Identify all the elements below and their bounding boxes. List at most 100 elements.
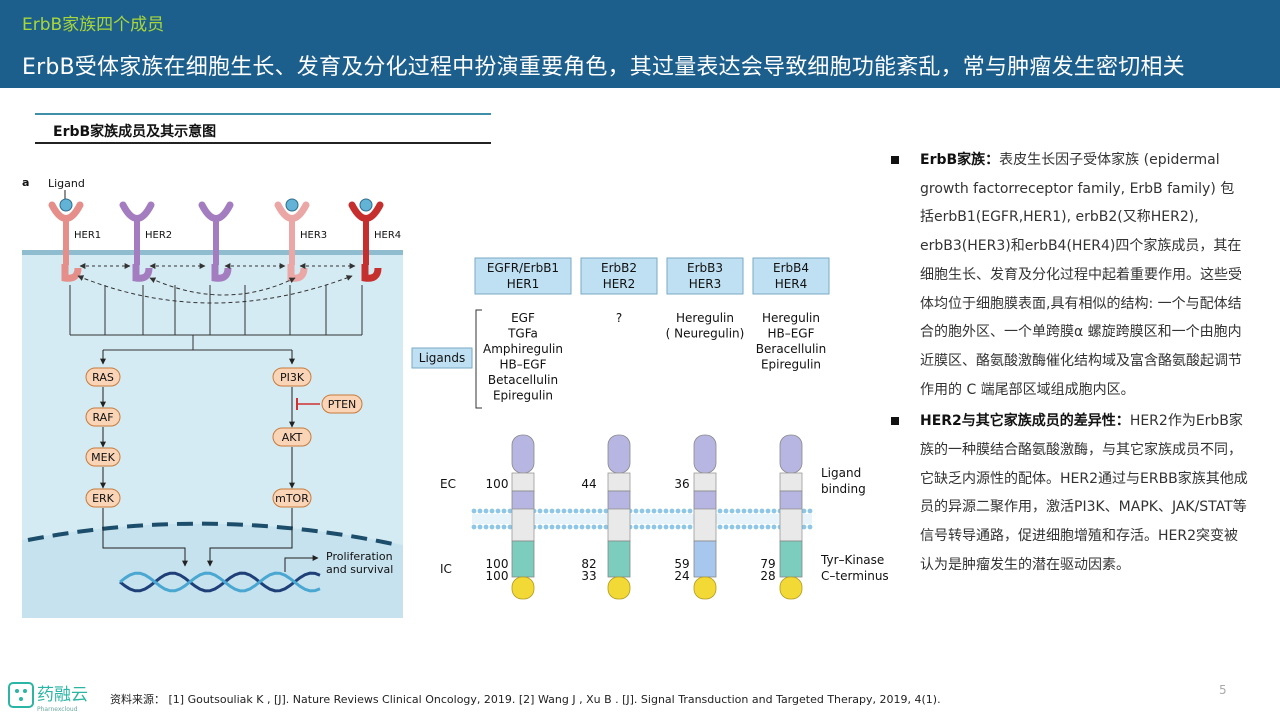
receptor-schematic xyxy=(607,434,631,600)
receptor-label: HER2 xyxy=(145,230,172,241)
logo-subtext: Pharnexcloud xyxy=(37,706,78,713)
ligand-name: ? xyxy=(616,311,622,325)
ic-value: 100 xyxy=(486,569,509,583)
ec-value: 100 xyxy=(486,477,509,491)
svg-text:PI3K: PI3K xyxy=(280,371,305,384)
panel-a: a Ligand HER1 HER2 HER3 HER4 RAS RAF MEK ERK PI… xyxy=(22,176,403,618)
bullet-title: HER2与其它家族成员的差异性： xyxy=(920,413,1130,430)
tyr-kinase-line-1: Tyr–Kinase xyxy=(820,553,884,567)
ligand-name: EGF xyxy=(511,311,535,325)
figure-title: ErbB家族成员及其示意图 xyxy=(53,124,217,140)
node-pi3k: PI3K xyxy=(272,367,312,387)
node-erk: ERK xyxy=(85,488,121,508)
node-mtor: mTOR xyxy=(272,488,312,508)
svg-text:HER4: HER4 xyxy=(775,277,808,291)
ic-value: 79 xyxy=(760,557,775,571)
tyr-kinase-line-2: C–terminus xyxy=(821,569,889,583)
ligand-name: Heregulin xyxy=(676,311,734,325)
svg-text:HER2: HER2 xyxy=(603,277,636,291)
source-citation: 资料来源： [1] Goutsouliak K , [J]. Nature Re… xyxy=(110,693,941,706)
node-raf: RAF xyxy=(85,407,121,427)
bullet-title: ErbB家族： xyxy=(920,152,1000,168)
ligand-name: Epiregulin xyxy=(761,358,821,372)
dna-helix-icon xyxy=(119,571,321,593)
bullet-erbb-family: ErbB家族：表皮生长因子受体家族 (epidermal growth fact… xyxy=(888,146,1248,404)
svg-text:ERK: ERK xyxy=(92,492,115,505)
svg-text:ErbB3: ErbB3 xyxy=(687,261,723,275)
svg-text:ErbB4: ErbB4 xyxy=(773,261,809,275)
svg-text:mTOR: mTOR xyxy=(275,492,309,505)
receptor-schematic xyxy=(779,434,803,600)
panel-b: Ligands EGFR/ErbB1HER1ErbB2HER2ErbB3HER3… xyxy=(411,257,889,600)
ic-value: 82 xyxy=(581,557,596,571)
pharnexcloud-logo: 药融云 Pharnexcloud xyxy=(8,682,88,713)
ligands-bracket xyxy=(475,309,482,409)
dimerization-arc-long xyxy=(77,275,353,304)
svg-text:HER3: HER3 xyxy=(689,277,722,291)
receptor-label: HER3 xyxy=(300,230,327,241)
svg-text:HER1: HER1 xyxy=(507,277,540,291)
ligand-binding-line-2: binding xyxy=(821,482,866,496)
ligand-name: ( Neuregulin) xyxy=(666,327,745,341)
section-label: ErbB家族四个成员 xyxy=(22,15,165,35)
panel-a-letter: a xyxy=(22,176,29,189)
ligand-name: HB–EGF xyxy=(767,327,814,341)
headline: ErbB受体家族在细胞生长、发育及分化过程中扮演重要角色，其过量表达会导致细胞功… xyxy=(22,55,1185,80)
nucleus-region xyxy=(22,523,403,618)
ic-value: 33 xyxy=(581,569,596,583)
ic-value: 24 xyxy=(674,569,689,583)
receptor-schematic xyxy=(693,434,717,600)
figure-top-rule xyxy=(35,113,491,115)
receptor-her4: HER4 xyxy=(348,198,401,282)
page-number: 5 xyxy=(1219,683,1227,697)
ligand-binding-line-1: Ligand xyxy=(821,466,861,480)
svg-text:AKT: AKT xyxy=(282,431,303,444)
ligand-name: Betacellulin xyxy=(488,373,558,387)
logo-text: 药融云 xyxy=(37,685,88,705)
outcome-line-1: Proliferation xyxy=(326,550,393,563)
header-banner: ErbB家族四个成员 ErbB受体家族在细胞生长、发育及分化过程中扮演重要角色，… xyxy=(0,0,1280,88)
receptor-label: HER1 xyxy=(74,230,101,241)
bullet-text: HER2作为ErbB家族的一种膜结合酪氨酸激酶，与其它家族成员不同，它缺乏内源性… xyxy=(920,413,1248,573)
ec-value: 44 xyxy=(581,477,596,491)
svg-text:ErbB2: ErbB2 xyxy=(601,261,637,275)
ic-label: IC xyxy=(440,562,452,576)
nuclear-envelope xyxy=(27,521,399,547)
node-pten: PTEN xyxy=(321,394,363,414)
ic-value: 59 xyxy=(674,557,689,571)
bullet-her2-difference: HER2与其它家族成员的差异性：HER2作为ErbB家族的一种膜结合酪氨酸激酶，… xyxy=(888,407,1248,579)
ic-value: 28 xyxy=(760,569,775,583)
node-akt: AKT xyxy=(272,427,312,447)
ic-value: 100 xyxy=(486,557,509,571)
svg-text:RAS: RAS xyxy=(92,371,114,384)
logo-mark-icon xyxy=(8,682,34,708)
receptor-label: HER4 xyxy=(374,230,401,241)
ligand-label: Ligand xyxy=(48,177,85,190)
ligand-name: Heregulin xyxy=(762,311,820,325)
ec-value: 36 xyxy=(674,477,689,491)
receptor-her1: HER1 xyxy=(48,198,101,282)
ligand-name: HB–EGF xyxy=(499,358,546,372)
figure-bottom-rule xyxy=(35,142,491,144)
bullet-list: ErbB家族：表皮生长因子受体家族 (epidermal growth fact… xyxy=(888,146,1248,583)
svg-text:EGFR/ErbB1: EGFR/ErbB1 xyxy=(487,261,559,275)
svg-text:MEK: MEK xyxy=(91,451,115,464)
bullet-text: 表皮生长因子受体家族 (epidermal growth factorrecep… xyxy=(920,152,1242,398)
ligand-name: Beracellulin xyxy=(756,342,826,356)
ligands-box xyxy=(411,347,473,369)
cell-membrane xyxy=(22,250,403,255)
receptor-schematic xyxy=(511,434,535,600)
ligand-name: TGFa xyxy=(507,327,538,341)
svg-text:RAF: RAF xyxy=(92,411,113,424)
bullet-square-icon xyxy=(891,156,899,164)
ec-label: EC xyxy=(440,477,456,491)
node-mek: MEK xyxy=(85,447,121,467)
ligand-name: Epiregulin xyxy=(493,389,553,403)
ligand-name: Amphiregulin xyxy=(483,342,563,356)
bullet-square-icon xyxy=(891,417,899,426)
